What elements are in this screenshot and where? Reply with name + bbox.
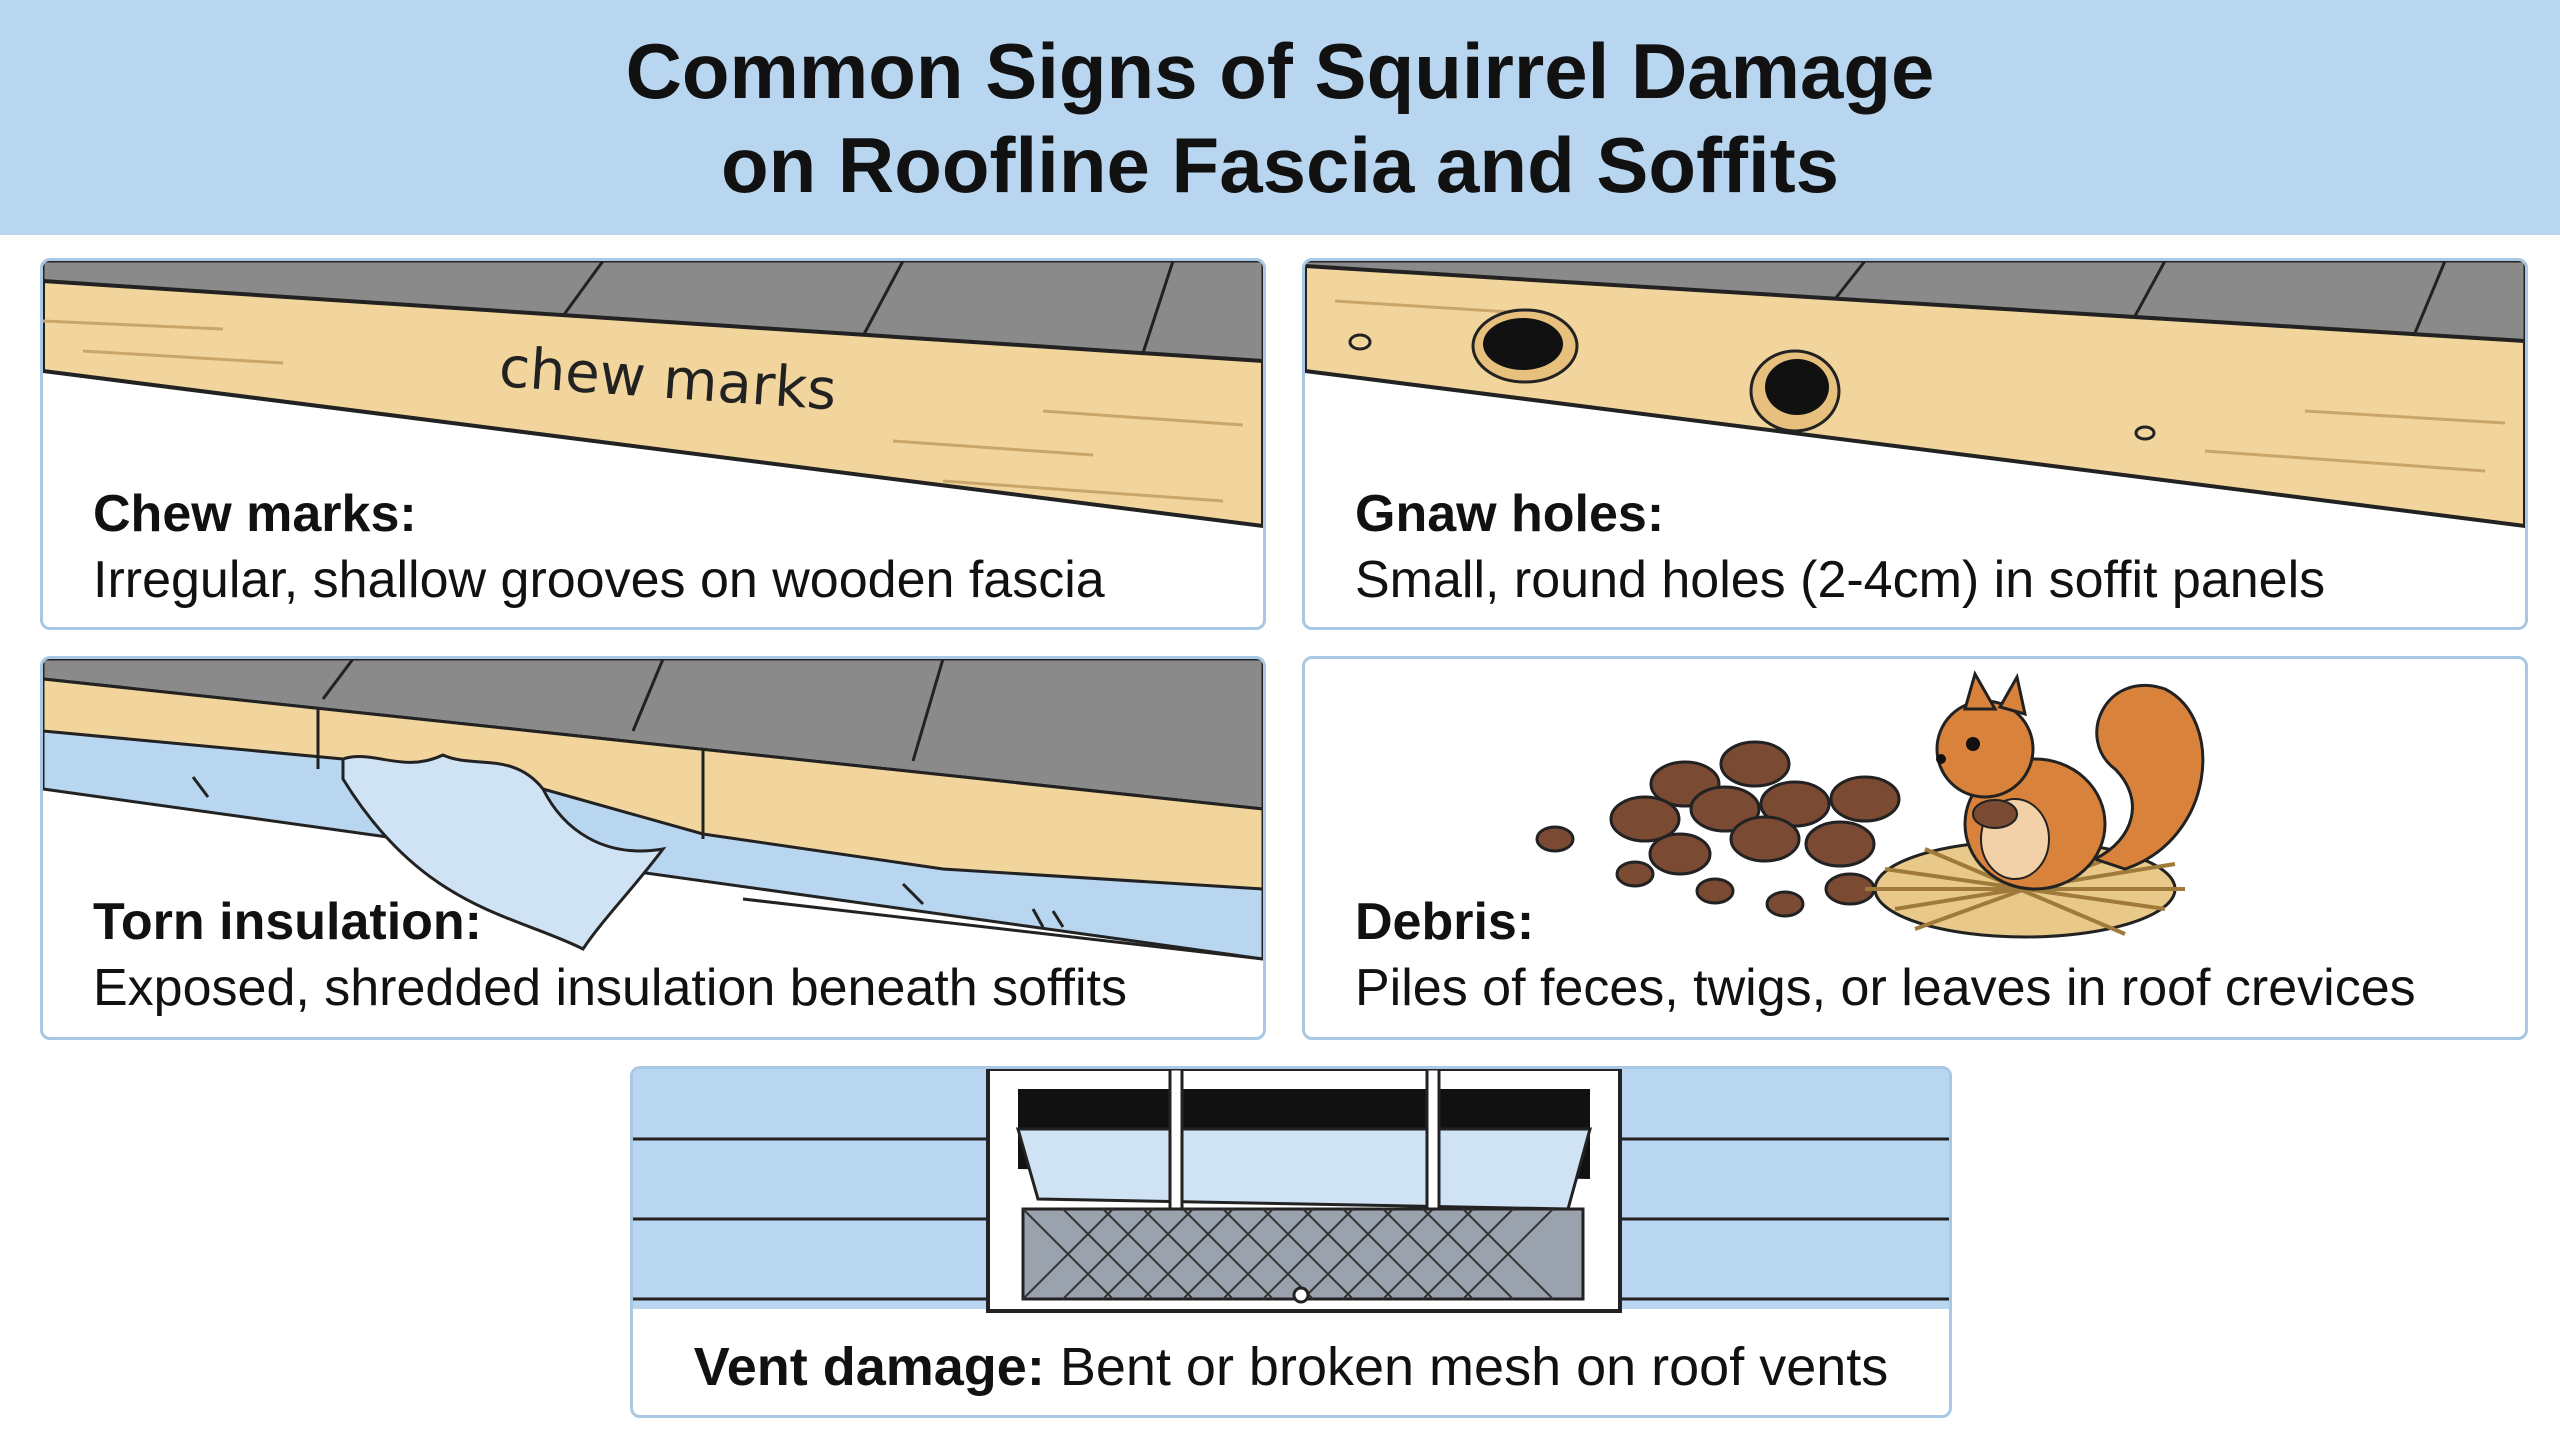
gnaw-holes-illustration (1305, 261, 2525, 529)
title-line-1: Common Signs of Squirrel Damage (625, 27, 1935, 115)
vent-damage-caption: Vent damage: Bent or broken mesh on roof… (633, 1334, 1949, 1400)
debris-illustration (1535, 670, 2205, 939)
squirrel (1935, 670, 2205, 891)
squirrel-eye (1966, 737, 1980, 751)
chew-marks-caption: Chew marks: Irregular, shallow grooves o… (93, 481, 1105, 613)
torn-insulation-illustration (43, 659, 1263, 961)
torn-insulation-flap (341, 753, 667, 951)
vent-damage-illustration (633, 1069, 1949, 1313)
debris-caption: Debris: Piles of feces, twigs, or leaves… (1355, 889, 2416, 1021)
card-vent-damage: Vent damage: Bent or broken mesh on roof… (630, 1066, 1952, 1418)
card-chew-marks: chew marks Chew marks: Irregular, shallo… (40, 258, 1266, 630)
chew-marks-illustration: chew marks (43, 261, 1263, 529)
page-title: Common Signs of Squirrel Damage on Roofl… (0, 24, 2560, 212)
squirrel-tail (2091, 684, 2205, 871)
gnaw-holes-description: Small, round holes (2-4cm) in soffit pan… (1355, 551, 2326, 609)
torn-insulation-caption: Torn insulation: Exposed, shredded insul… (93, 889, 1127, 1021)
torn-insulation-label: Torn insulation: (93, 893, 482, 951)
chew-marks-label: Chew marks: (93, 485, 417, 543)
card-debris: Debris: Piles of feces, twigs, or leaves… (1302, 656, 2528, 1040)
card-torn-insulation: Torn insulation: Exposed, shredded insul… (40, 656, 1266, 1040)
debris-label: Debris: (1355, 893, 1535, 951)
title-line-2: on Roofline Fascia and Soffits (720, 121, 1840, 209)
torn-insulation-description: Exposed, shredded insulation beneath sof… (93, 959, 1127, 1017)
vent-damage-description: Bent or broken mesh on roof vents (1059, 1337, 1889, 1397)
bent-louver (1016, 1127, 1592, 1211)
debris-description: Piles of feces, twigs, or leaves in roof… (1355, 959, 2416, 1017)
card-gnaw-holes: Gnaw holes: Small, round holes (2-4cm) i… (1302, 258, 2528, 630)
gnaw-holes-caption: Gnaw holes: Small, round holes (2-4cm) i… (1355, 481, 2325, 613)
gnaw-holes-label: Gnaw holes: (1355, 485, 1665, 543)
chew-marks-description: Irregular, shallow grooves on wooden fas… (93, 551, 1105, 609)
feces-pile (1535, 740, 1901, 918)
header-banner: Common Signs of Squirrel Damage on Roofl… (0, 0, 2560, 235)
vent-damage-label: Vent damage: (693, 1337, 1045, 1397)
